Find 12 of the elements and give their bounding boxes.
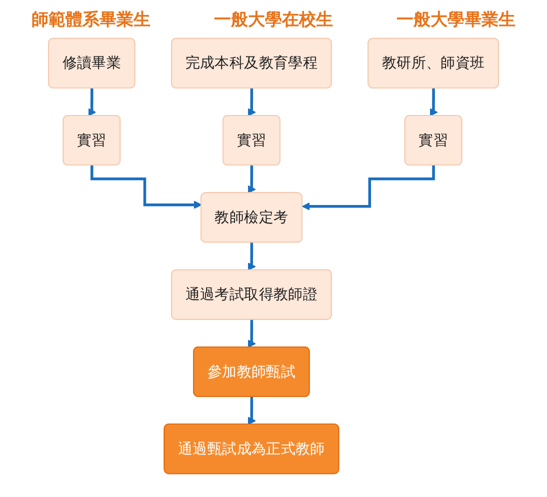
arrow <box>430 87 438 116</box>
arrow <box>248 318 256 348</box>
arrow <box>248 87 256 116</box>
arrow <box>248 164 256 194</box>
arrow <box>88 87 96 116</box>
column-heading: 師範體系畢業生 <box>32 9 151 31</box>
column-heading: 一般大學在校生 <box>214 9 333 31</box>
arrow <box>248 241 256 271</box>
arrow <box>302 164 436 210</box>
arrow <box>90 164 202 209</box>
column-heading: 一般大學畢業生 <box>396 9 516 31</box>
arrow <box>248 396 256 425</box>
